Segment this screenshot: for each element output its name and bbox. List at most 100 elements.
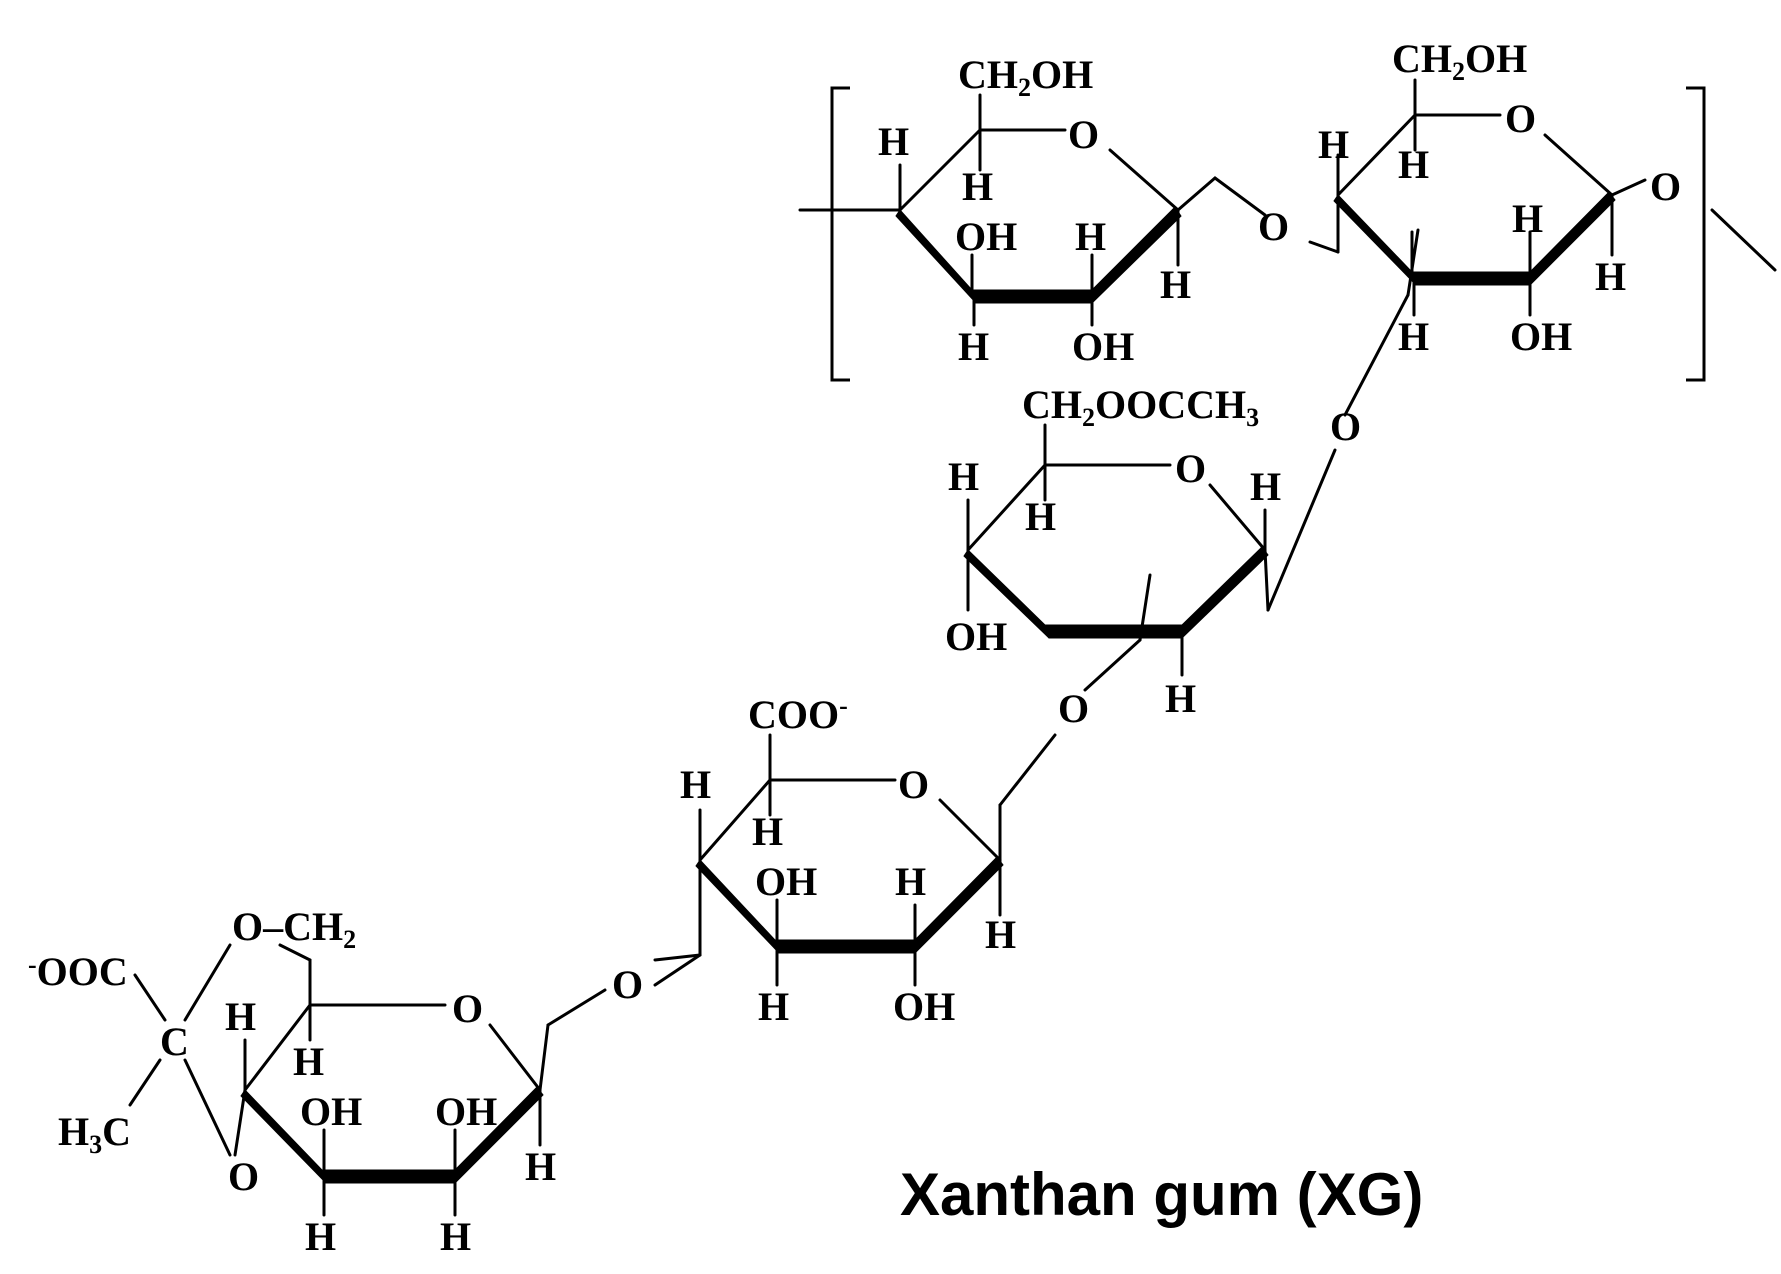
hydrogen-label: H: [758, 984, 789, 1029]
ring3-bond: [966, 463, 1047, 552]
hydrogen-label: H: [958, 324, 989, 369]
ring-oxygen-label: O: [1175, 446, 1206, 491]
ring5-bond: [278, 943, 312, 962]
hydroxyl-label: OH: [955, 214, 1017, 259]
ring5-bond: [133, 973, 167, 1022]
hydrogen-label: H: [1398, 314, 1429, 359]
ketal-carbon-label: C: [160, 1019, 189, 1064]
ring4-bond: [653, 953, 702, 987]
o-ch2-label: O–CH2: [232, 904, 356, 954]
ring-2: [1308, 78, 1777, 417]
hydroxyl-label: OH: [435, 1089, 497, 1134]
ring1-wedge: [971, 289, 1093, 304]
ring5-bond: [546, 988, 607, 1027]
hydrogen-label: H: [752, 809, 783, 854]
ring5-bond: [538, 1023, 550, 1092]
hydroxyl-label: OH: [893, 984, 955, 1029]
ring2-bond: [1406, 228, 1420, 297]
ring2-bond: [1308, 240, 1340, 254]
ring-oxygen-label: O: [1505, 96, 1536, 141]
ring4-bond: [998, 733, 1057, 807]
hydrogen-label: H: [962, 164, 993, 209]
acetyl-group-label: CH2OOCCH3: [1022, 382, 1259, 432]
glycosidic-oxygen-label: O: [1650, 164, 1681, 209]
hydrogen-label: H: [1318, 122, 1349, 167]
glycosidic-oxygen-label: O: [612, 962, 643, 1007]
hydrogen-label: H: [680, 762, 711, 807]
hydrogen-label: H: [878, 119, 909, 164]
ring2-bond: [1343, 293, 1410, 417]
hydrogen-label: H: [525, 1144, 556, 1189]
ring3-wedge: [1044, 624, 1183, 639]
hydroxyl-label: OH: [945, 614, 1007, 659]
glycosidic-oxygen-label: O: [1330, 404, 1361, 449]
ring3-bond: [1266, 448, 1337, 612]
ring1-bond: [1108, 148, 1180, 212]
ring2-wedge: [1333, 194, 1417, 286]
ring5-bond: [653, 953, 702, 962]
glycosidic-oxygen-label: O: [1058, 686, 1089, 731]
ring5-wedge: [321, 1169, 456, 1184]
ring1-bond: [1213, 176, 1267, 217]
ring4-bond: [698, 778, 772, 862]
hydroxyl-label: OH: [300, 1089, 362, 1134]
hydroxyl-label: OH: [1072, 324, 1134, 369]
hydrogen-label: H: [225, 994, 256, 1039]
ring-3: [963, 423, 1337, 692]
ring3-wedge: [1181, 546, 1269, 640]
ring1-bond: [898, 128, 982, 212]
right-bracket: [1686, 86, 1706, 382]
ketal-oxygen-label: O: [228, 1154, 259, 1199]
hydrogen-label: H: [1075, 214, 1106, 259]
ring-1: [798, 93, 1267, 327]
glycosidic-oxygen-label: O: [1258, 204, 1289, 249]
ring1-bond: [1176, 176, 1217, 212]
ring-5: [128, 943, 702, 1217]
ring3-bond: [1263, 548, 1270, 612]
hydrogen-label: H: [1250, 464, 1281, 509]
ring-oxygen-label: O: [898, 762, 929, 807]
diagram-title: Xanthan gum (XG): [900, 1161, 1423, 1228]
carboxylate-label: COO-: [748, 691, 848, 737]
ch2oh-label: CH2OH: [958, 52, 1093, 102]
ring2-wedge: [1411, 271, 1531, 286]
hydroxyl-label: OH: [755, 859, 817, 904]
hydroxyl-label: OH: [1510, 314, 1572, 359]
ring2-bond: [1543, 133, 1614, 197]
ring-oxygen-label: O: [452, 986, 483, 1031]
ring5-bond: [183, 1058, 232, 1157]
hydrogen-label: H: [305, 1214, 336, 1259]
ring2-bond: [1710, 208, 1777, 272]
hydrogen-label: H: [1025, 494, 1056, 539]
methyl-label: H3C: [58, 1109, 131, 1159]
ring3-bond: [1083, 638, 1142, 692]
ring5-bond: [128, 1058, 162, 1107]
ring5-bond: [183, 943, 232, 1022]
ring-oxygen-label: O: [1068, 112, 1099, 157]
ring5-bond: [488, 1023, 542, 1092]
ring5-bond: [233, 1088, 247, 1157]
hydrogen-label: H: [985, 912, 1016, 957]
ring5-bond: [243, 1003, 312, 1092]
hydrogen-label: H: [1512, 196, 1543, 241]
hydrogen-label: H: [1595, 254, 1626, 299]
hydrogen-label: H: [948, 454, 979, 499]
hydrogen-label: H: [1160, 262, 1191, 307]
ring-4: [653, 733, 1057, 987]
left-bracket: [830, 86, 850, 382]
hydrogen-label: H: [440, 1214, 471, 1259]
ring4-bond: [938, 798, 1002, 862]
pyruvate-carboxylate-label: -OOC: [28, 949, 128, 994]
ring3-bond: [1208, 483, 1267, 552]
hydrogen-label: H: [1398, 142, 1429, 187]
hydrogen-label: H: [1165, 676, 1196, 721]
ring2-bond: [1610, 178, 1647, 197]
ring2-bond: [1336, 113, 1417, 197]
ring4-wedge: [774, 939, 916, 954]
ch2oh-label: CH2OH: [1392, 36, 1527, 86]
hydrogen-label: H: [293, 1039, 324, 1084]
hydrogen-label: H: [895, 859, 926, 904]
ring3-bond: [1138, 573, 1152, 642]
